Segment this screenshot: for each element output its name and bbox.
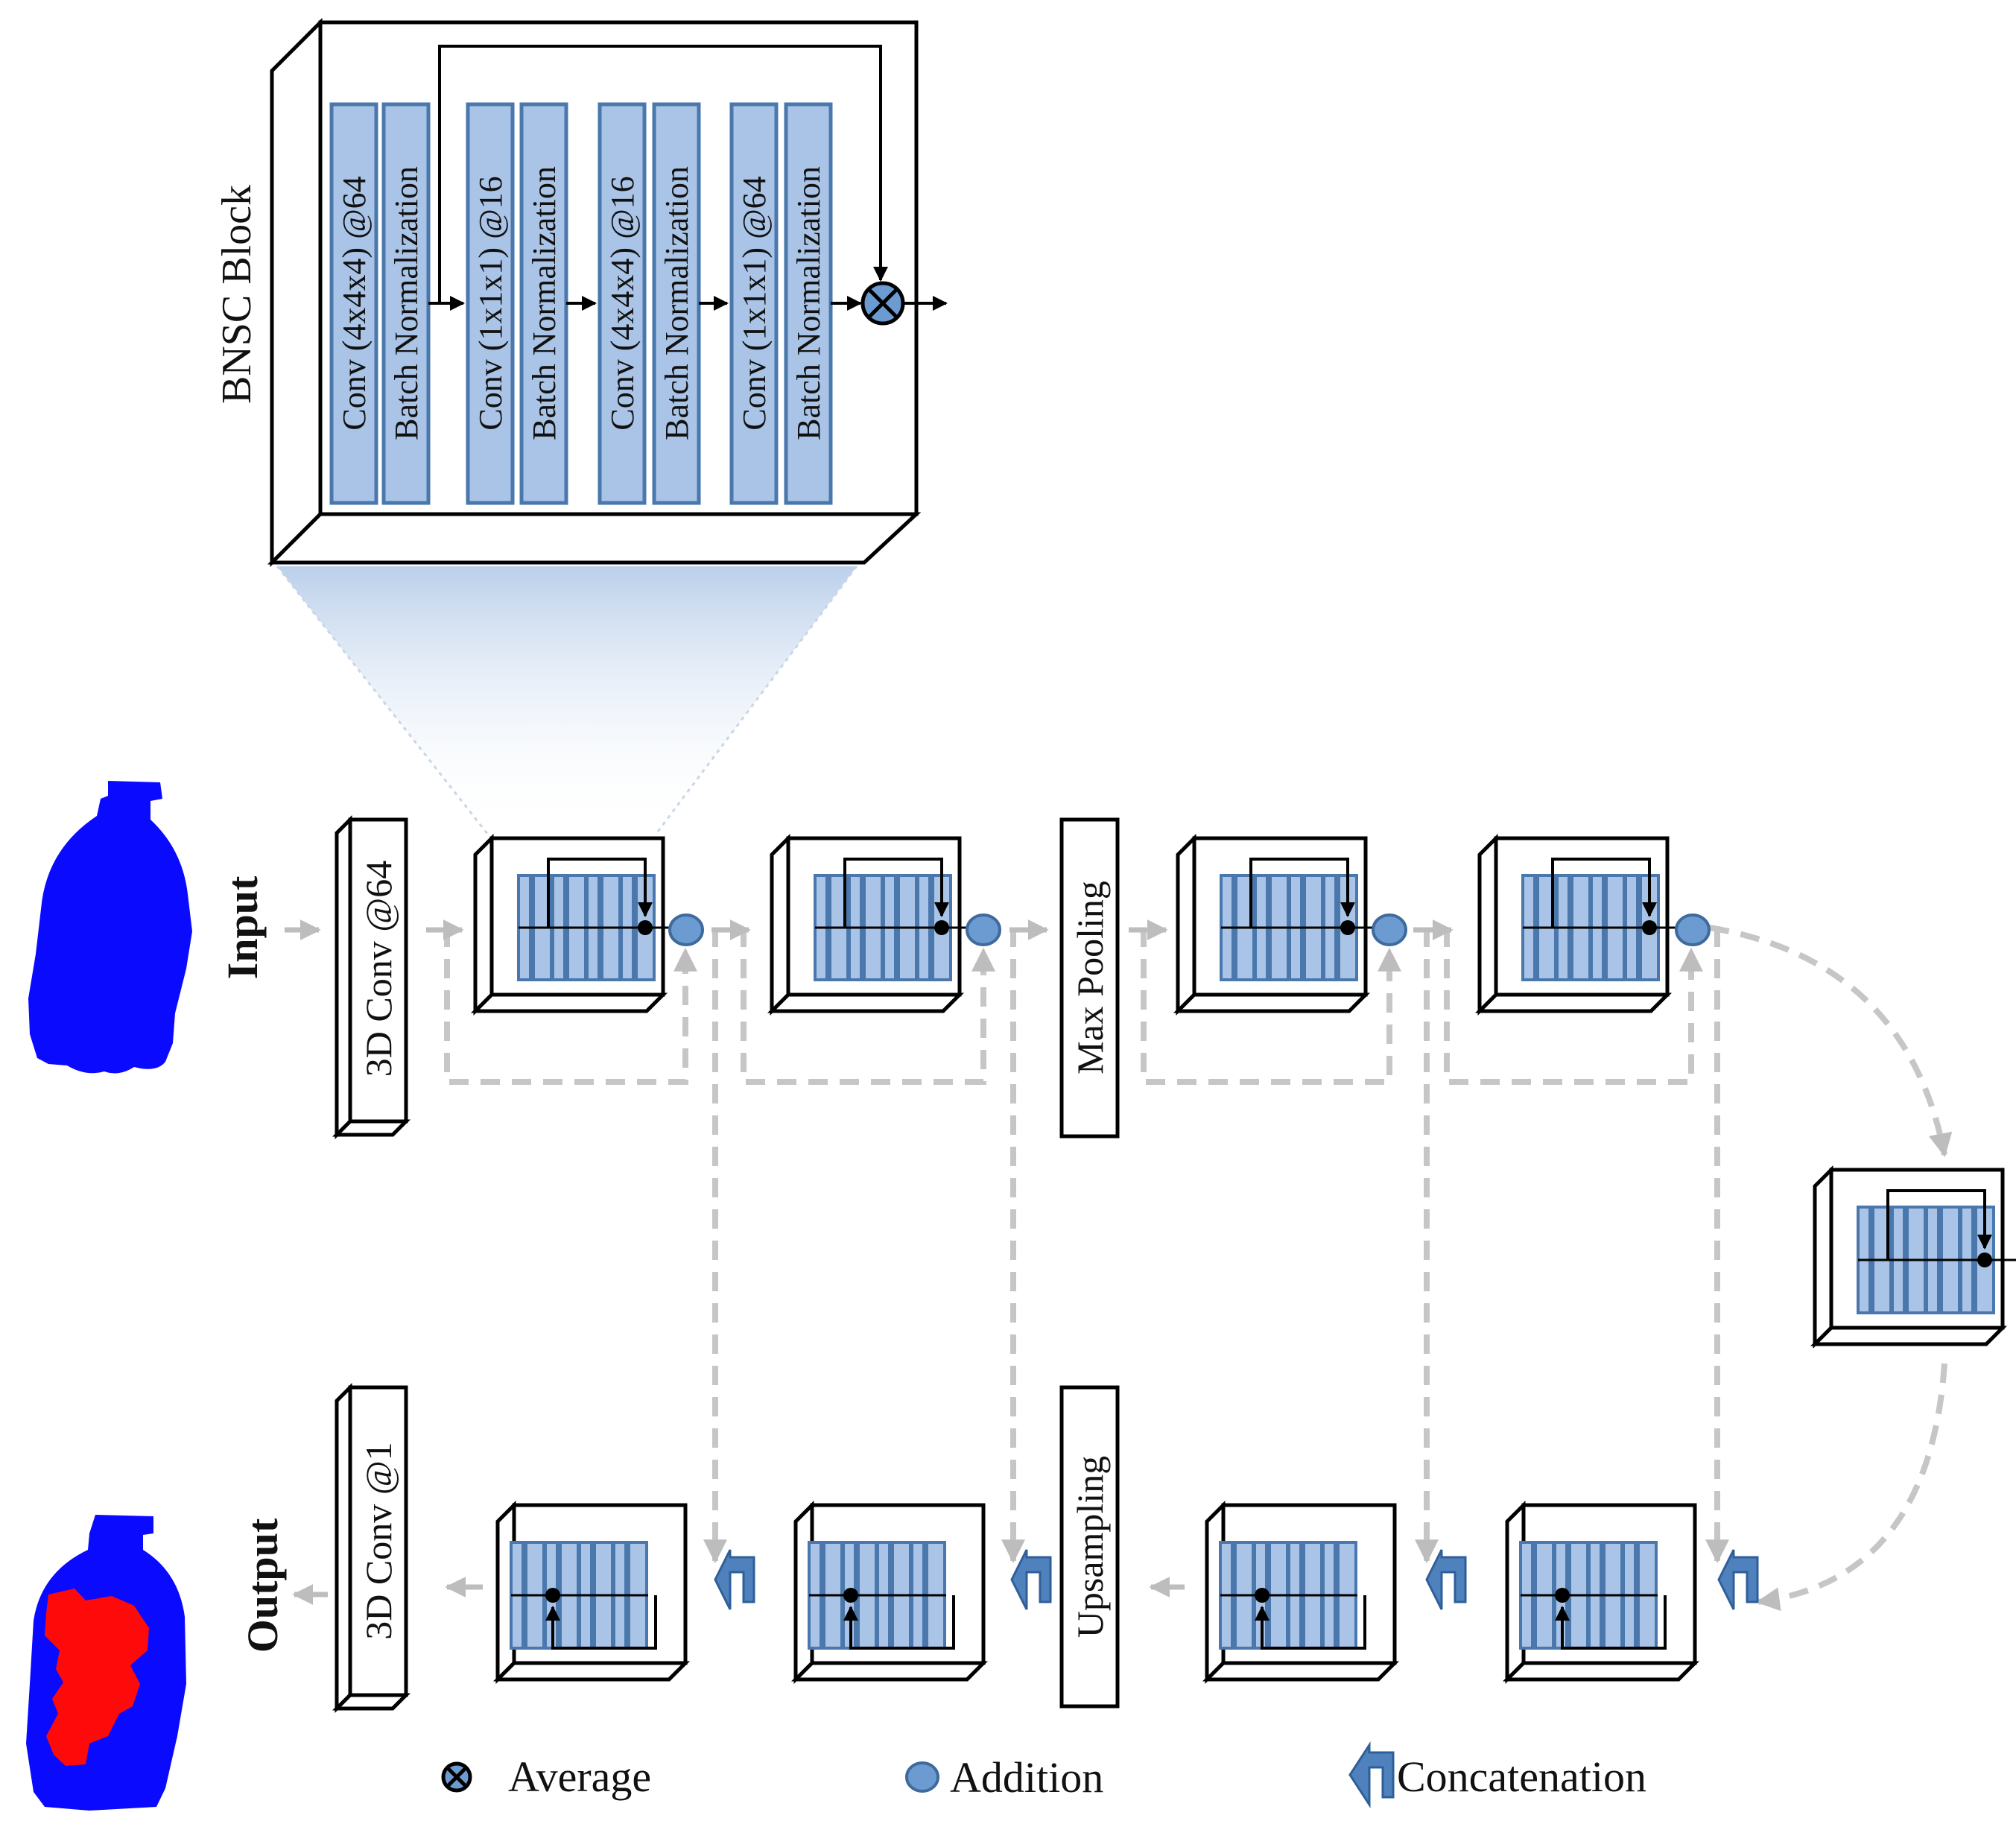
addition-node-2-icon	[966, 913, 1001, 946]
conv-layer-3	[597, 102, 647, 505]
encoder-bnsc-block-2	[767, 833, 977, 1016]
concatenation-arrows	[714, 1549, 1759, 1610]
conv-layer-4	[729, 102, 779, 505]
conv-layer-1	[329, 102, 378, 505]
bnsc-block-title: BNSC Block	[214, 185, 260, 404]
conv-layer-4-label: Conv (1x1x1) @64	[736, 176, 773, 430]
encoder-bnsc-block-1	[470, 833, 681, 1016]
decoder-bnsc-block-4	[1502, 1500, 1700, 1685]
output-label: Output	[238, 1518, 287, 1653]
addition-node-3-icon	[1372, 913, 1407, 946]
last-3d-conv-layer: 3D Conv @1	[332, 1382, 411, 1714]
conv-layer-1-label: Conv (4x4x4) @64	[336, 176, 373, 430]
concat-arrow-1-icon	[714, 1549, 755, 1610]
encoder-dashed-connections	[444, 925, 1953, 1612]
bn-layer-2	[519, 102, 568, 505]
bn-layer-1-label: Batch Normalization	[388, 166, 425, 440]
bridge-bnsc-block-1	[1810, 1165, 2016, 1349]
addition-node-4-icon	[1675, 913, 1711, 946]
decoder-bnsc-blocks	[492, 1500, 1700, 1685]
input-bottle-image	[28, 781, 192, 1074]
average-legend-icon	[441, 1761, 472, 1793]
encoder-bnsc-blocks	[470, 833, 1685, 1016]
legend: Average Addition Concatenation	[441, 1741, 1646, 1809]
encoder-bnsc-block-3	[1173, 833, 1383, 1016]
input-label: Input	[218, 875, 267, 979]
addition-node-1-icon	[668, 913, 704, 946]
concatenation-legend-icon	[1348, 1741, 1395, 1809]
concatenation-legend-label: Concatenation	[1397, 1752, 1646, 1801]
upsampling-label: Upsampling	[1069, 1456, 1111, 1638]
decoder-bnsc-block-1	[492, 1500, 691, 1685]
first-3d-conv-layer: 3D Conv @64	[332, 814, 411, 1140]
bn-layer-4-label: Batch Normalization	[790, 166, 827, 440]
decoder-bnsc-block-2	[790, 1500, 989, 1685]
zoom-highlight	[277, 566, 857, 835]
bn-layer-3-label: Batch Normalization	[659, 166, 695, 440]
average-legend-label: Average	[508, 1752, 651, 1801]
conv-layer-2-label: Conv (1x1x1) @16	[472, 176, 509, 430]
conv-layer-2	[466, 102, 515, 505]
concat-arrow-3-icon	[1425, 1549, 1467, 1610]
bridge-bnsc-block	[1810, 1165, 2016, 1349]
addition-legend-label: Addition	[950, 1753, 1103, 1802]
bn-layer-2-label: Batch Normalization	[526, 166, 562, 440]
bnsc-detail-block: BNSC Block Conv (4x4x4) @64 Batch Normal…	[214, 17, 948, 568]
concat-arrow-2-icon	[1010, 1549, 1052, 1610]
upsampling-layer: Upsampling	[1059, 1385, 1120, 1709]
addition-nodes	[668, 913, 1711, 946]
decoder-bnsc-block-3	[1202, 1500, 1400, 1685]
addition-legend-icon	[905, 1761, 939, 1793]
encoder-bnsc-block-4	[1474, 833, 1685, 1016]
decoder-flow-arrows	[292, 1577, 1185, 1605]
bn-layer-3	[652, 102, 701, 505]
max-pooling-layer: Max Pooling	[1059, 817, 1120, 1139]
conv-layer-3-label: Conv (4x4x4) @16	[604, 176, 641, 430]
average-node-icon	[860, 281, 905, 326]
last-conv-label: 3D Conv @1	[358, 1442, 399, 1640]
concat-arrow-4-icon	[1717, 1549, 1759, 1610]
max-pooling-label: Max Pooling	[1069, 881, 1111, 1074]
output-bottle-image	[26, 1515, 186, 1811]
first-conv-label: 3D Conv @64	[358, 861, 399, 1077]
